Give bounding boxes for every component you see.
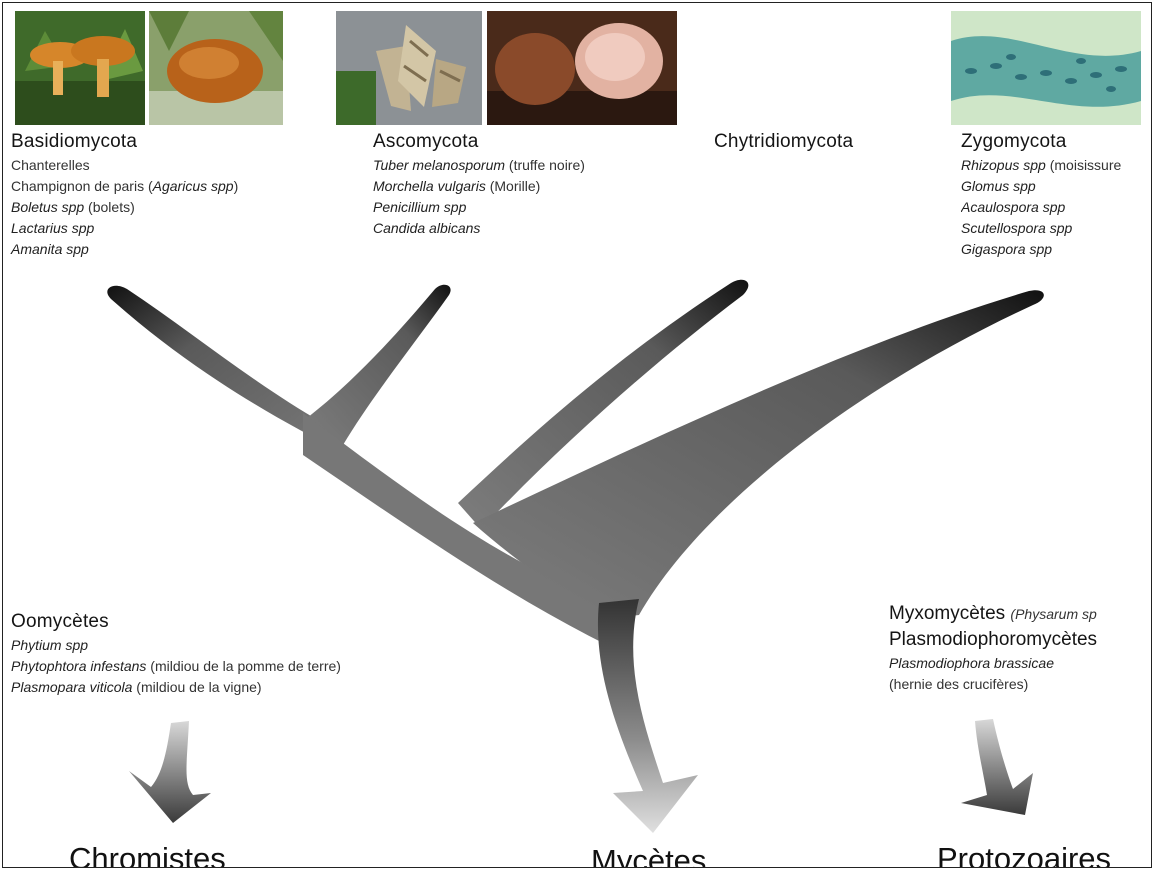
basidiomycota-title: Basidiomycota [11,131,238,153]
list-item: Plasmopara viticola (mildiou de la vigne… [11,677,341,698]
list-item: Boletus spp (bolets) [11,197,238,218]
group-myxomycetes: Myxomycètes (Physarum sp Plasmodiophorom… [889,601,1151,695]
label-protozoaires: Protozoaires [937,841,1111,868]
branch-zygomycota [473,290,1044,619]
list-item: Champignon de paris (Agaricus spp) [11,176,238,197]
list-item: Phytium spp [11,635,341,656]
list-item: Amanita spp [11,239,238,260]
list-item: Gigaspora spp [961,239,1151,260]
chytridiomycota-title: Chytridiomycota [714,131,853,153]
group-oomycetes: Oomycètes Phytium spp Phytophtora infest… [11,611,341,698]
list-item: Plasmodiophora brassicae [889,653,1151,674]
list-item: Chanterelles [11,155,238,176]
oomycetes-title: Oomycètes [11,611,341,633]
label-chromistes: Chromistes [69,841,226,868]
list-item: Scutellospora spp [961,218,1151,239]
list-item: Lactarius spp [11,218,238,239]
ascomycota-title: Ascomycota [373,131,585,153]
zygomycota-title: Zygomycota [961,131,1151,153]
label-mycetes: Mycètes [591,843,706,868]
list-item: Phytophtora infestans (mildiou de la pom… [11,656,341,677]
group-ascomycota: Ascomycota Tuber melanosporum (truffe no… [373,131,585,239]
list-item: Acaulospora spp [961,197,1151,218]
group-zygomycota: Zygomycota Rhizopus spp (moisissure Glom… [961,131,1151,260]
arrow-chromistes [129,721,211,823]
branch-ascomycota [303,285,451,445]
list-item: Rhizopus spp (moisissure [961,155,1151,176]
list-item: Morchella vulgaris (Morille) [373,176,585,197]
myxomycetes-title: Myxomycètes (Physarum sp [889,601,1151,627]
arrow-protozoaires [961,719,1033,815]
plasmodiophoromycetes-title: Plasmodiophoromycètes [889,627,1151,653]
list-item: Penicillium spp [373,197,585,218]
group-basidiomycota: Basidiomycota Chanterelles Champignon de… [11,131,238,260]
group-chytridiomycota: Chytridiomycota [714,131,853,155]
list-item: Tuber melanosporum (truffe noire) [373,155,585,176]
list-item: Glomus spp [961,176,1151,197]
trunk-arrow-mycetes [598,599,698,833]
list-item: Candida albicans [373,218,585,239]
list-item: (hernie des crucifères) [889,674,1151,695]
